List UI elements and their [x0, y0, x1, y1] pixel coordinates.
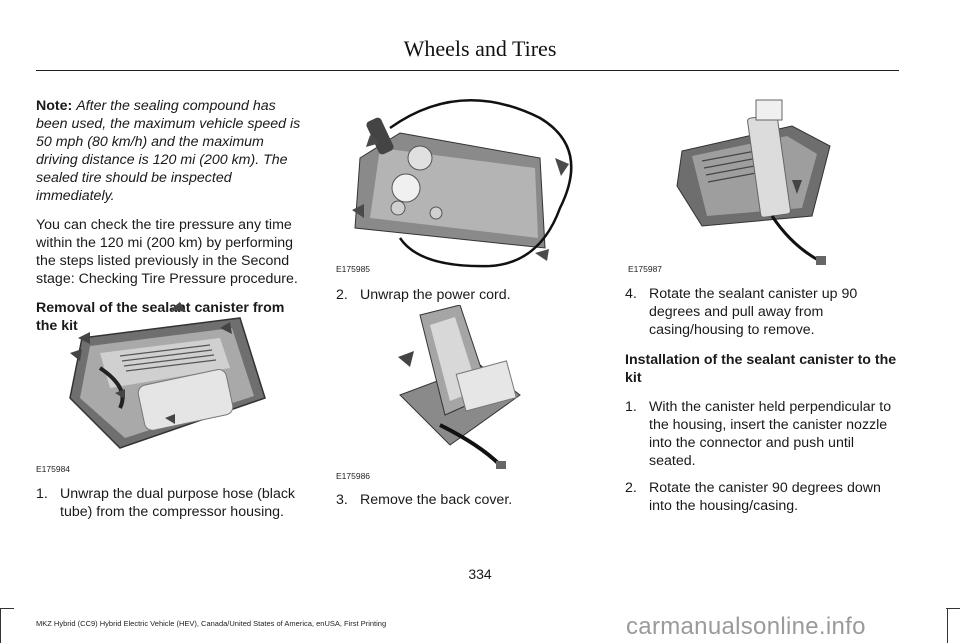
compressor-power-cord-illustration — [352, 98, 573, 268]
header-divider — [36, 70, 899, 71]
removal-heading: Removal of the sealant canister from the… — [36, 300, 285, 334]
note-label: Note: — [36, 98, 73, 114]
step-text: With the canister held perpendicular to … — [649, 399, 892, 469]
figure-code-e175986: E175986 — [336, 471, 371, 481]
install-step-1: 1. With the canister held perpendicular … — [625, 398, 897, 470]
crop-mark-right-h — [946, 608, 960, 609]
note-body: After the sealing compound has been used… — [36, 98, 301, 204]
step-number: 1. — [36, 486, 48, 502]
step-number: 2. — [625, 480, 637, 496]
figure-code-e175987: E175987 — [628, 264, 663, 274]
step-text: Unwrap the dual purpose hose (black tube… — [60, 486, 296, 520]
step-text: Rotate the sealant canister up 90 degree… — [649, 286, 858, 338]
crop-mark-right — [947, 608, 948, 643]
sealant-canister-removal-illustration — [676, 99, 831, 265]
page-number: 334 — [468, 566, 492, 582]
step-2: 2. Unwrap the power cord. — [336, 286, 596, 304]
figure-e175985 — [340, 88, 590, 268]
step-number: 2. — [336, 287, 348, 303]
left-column: Note: After the sealing compound has bee… — [36, 97, 306, 346]
left-step-list: 1. Unwrap the dual purpose hose (black t… — [36, 485, 306, 530]
compressor-housing-illustration — [69, 302, 266, 449]
figure-e175987 — [672, 96, 837, 271]
step-1: 1. Unwrap the dual purpose hose (black t… — [36, 485, 306, 521]
footer-text: MKZ Hybrid (CC9) Hybrid Electric Vehicle… — [36, 619, 387, 628]
step-number: 1. — [625, 399, 637, 415]
step-4: 4. Rotate the sealant canister up 90 deg… — [625, 285, 897, 339]
figure-code-e175985: E175985 — [336, 264, 371, 274]
note-paragraph: Note: After the sealing compound has bee… — [36, 97, 306, 205]
step-text: Remove the back cover. — [360, 492, 513, 508]
step-text: Unwrap the power cord. — [360, 287, 511, 303]
figure-e175986 — [390, 305, 530, 475]
step-text: Rotate the canister 90 degrees down into… — [649, 480, 881, 514]
step-number: 3. — [336, 492, 348, 508]
crop-mark-left — [0, 608, 1, 643]
right-column: 4. Rotate the sealant canister up 90 deg… — [625, 285, 897, 524]
middle-step-2: 2. Unwrap the power cord. — [336, 286, 596, 313]
step-3: 3. Remove the back cover. — [336, 491, 596, 509]
install-step-2: 2. Rotate the canister 90 degrees down i… — [625, 479, 897, 515]
back-cover-removal-illustration — [398, 305, 521, 469]
middle-step-3: 3. Remove the back cover. — [336, 491, 596, 518]
figure-code-e175984: E175984 — [36, 464, 71, 474]
installation-heading: Installation of the sealant canister to … — [625, 352, 897, 386]
crop-mark-left-h — [0, 608, 14, 609]
page-title: Wheels and Tires — [403, 36, 557, 61]
tire-pressure-paragraph: You can check the tire pressure any time… — [36, 217, 298, 287]
step-number: 4. — [625, 286, 637, 302]
figure-e175984 — [60, 298, 275, 458]
watermark: carmanualsonline.info — [626, 613, 866, 640]
